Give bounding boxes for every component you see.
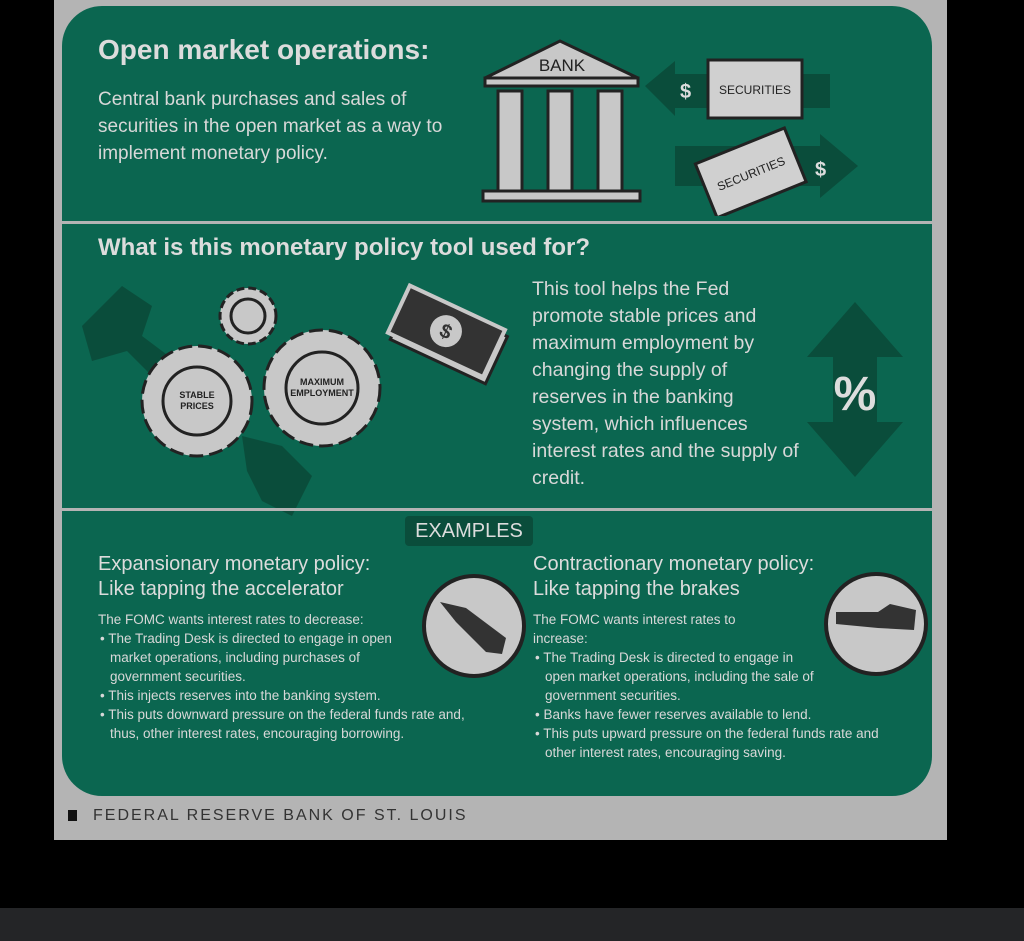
examples-label: EXAMPLES [405, 516, 533, 546]
contractionary-subtitle: Like tapping the brakes [533, 578, 740, 600]
svg-text:$: $ [815, 159, 826, 181]
footer-credit: FEDERAL RESERVE BANK OF ST. LOUIS [68, 807, 468, 825]
green-panel: Open market operations: Central bank pur… [62, 6, 932, 796]
up-down-arrow-icon: % [807, 302, 903, 477]
contractionary-section: Contractionary monetary policy: Like tap… [533, 552, 913, 762]
brake-foot-icon [824, 572, 928, 676]
square-bullet-icon [68, 810, 77, 821]
expansionary-intro: The FOMC wants interest rates to decreas… [98, 612, 364, 627]
list-item: The Trading Desk is directed to engage i… [98, 629, 413, 686]
securities-certificate [706, 58, 804, 120]
expansionary-section: Expansionary monetary policy: Like tappi… [98, 552, 478, 743]
list-item: This injects reserves into the banking s… [98, 686, 468, 705]
percent-icon: % [834, 368, 877, 421]
gear-label-stable: STABLE PRICES [179, 390, 215, 411]
contractionary-title: Contractionary monetary policy: [533, 553, 815, 575]
tool-description: This tool helps the Fed promote stable p… [532, 278, 799, 489]
bank-label: BANK [539, 56, 586, 75]
list-item: The Trading Desk is directed to engage i… [533, 648, 823, 705]
money-bill-icon: $ [385, 282, 510, 386]
wrench-icon [82, 286, 182, 386]
list-item: Banks have fewer reserves available to l… [533, 705, 903, 724]
gears-illustration: $ [82, 282, 510, 516]
open-market-description: Central bank purchases and sales of secu… [98, 89, 443, 164]
divider [62, 221, 932, 224]
list-item: This puts upward pressure on the federal… [533, 724, 908, 762]
infographic: Open market operations: Central bank pur… [54, 0, 947, 840]
dollar-icon: $ [680, 81, 691, 103]
bank-icon: BANK [481, 39, 642, 203]
wrench-icon [242, 436, 312, 516]
contractionary-intro: The FOMC wants interest rates to increas… [533, 612, 736, 646]
gear-label-employment: MAXIMUM EMPLOYMENT [290, 377, 354, 398]
accelerator-foot-icon [422, 574, 526, 678]
viewer-bottom-bar [0, 908, 1024, 941]
section-title-open-market: Open market operations: [98, 34, 430, 65]
divider [62, 508, 932, 511]
expansionary-title: Expansionary monetary policy: [98, 553, 371, 575]
bank-securities-illustration: BANK $ SECURITIES $ SECURITIES [481, 39, 858, 216]
svg-text:SECURITIES: SECURITIES [719, 83, 791, 97]
section-title-tool-use: What is this monetary policy tool used f… [98, 234, 591, 261]
list-item: This puts downward pressure on the feder… [98, 705, 468, 743]
expansionary-subtitle: Like tapping the accelerator [98, 578, 344, 600]
